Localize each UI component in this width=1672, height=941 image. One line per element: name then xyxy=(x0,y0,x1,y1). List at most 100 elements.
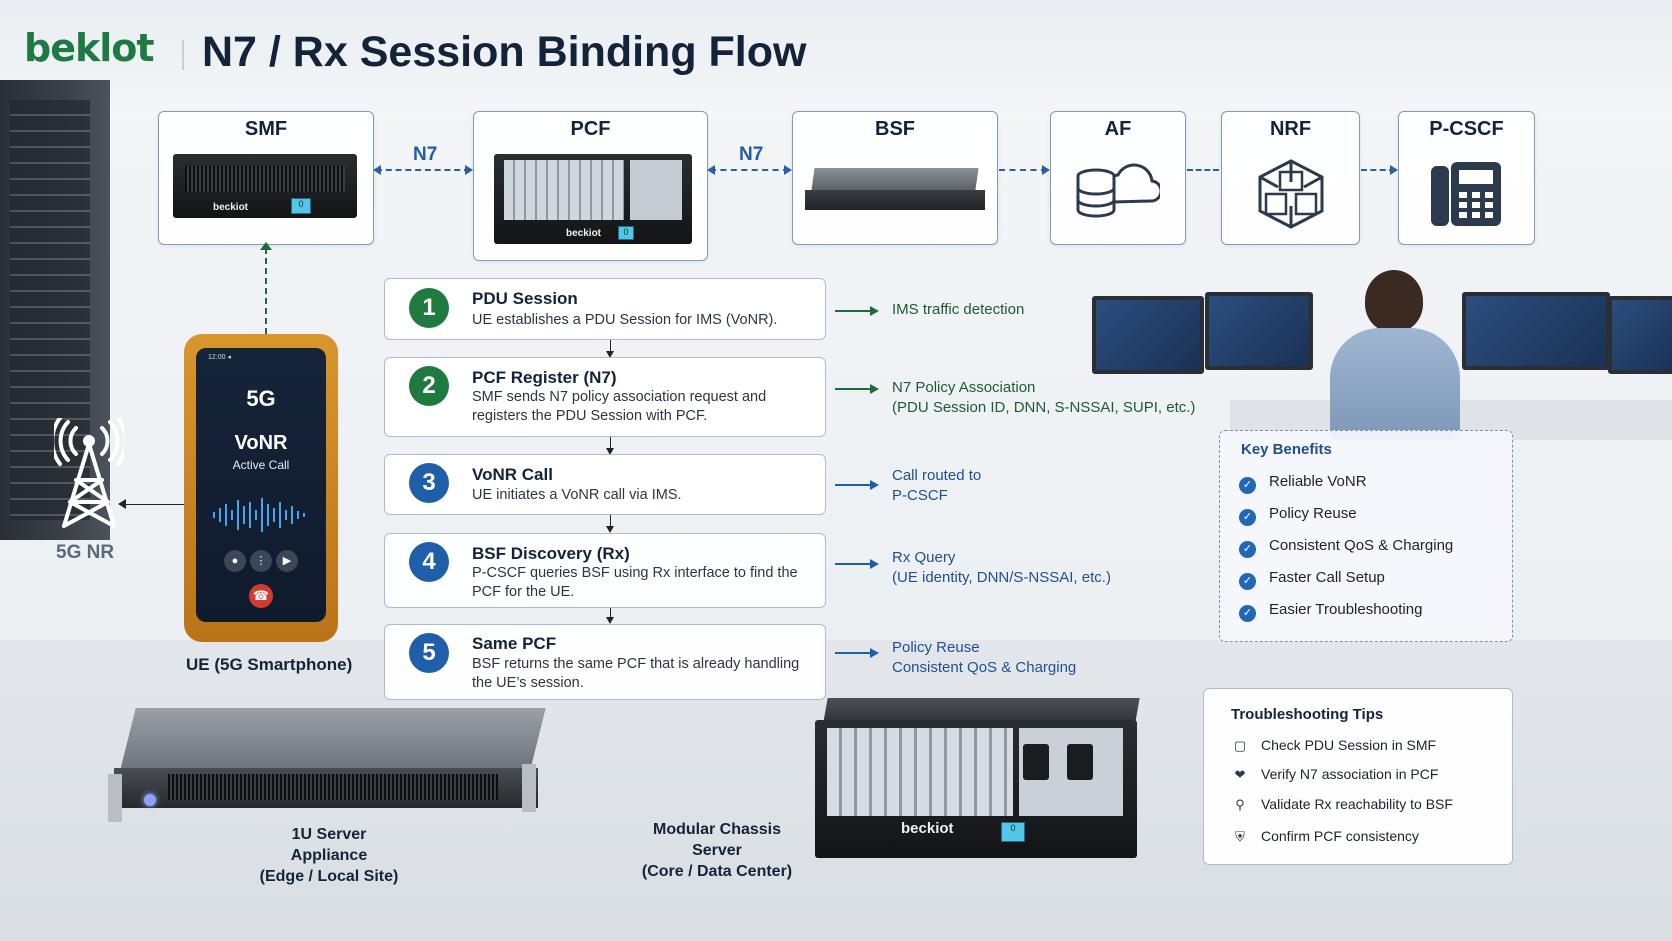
server-appliance-image xyxy=(108,708,546,828)
arrowhead-left xyxy=(118,499,126,509)
step-card-2: 2 PCF Register (N7) SMF sends N7 policy … xyxy=(384,357,826,437)
brand-logo: beklot xyxy=(24,26,155,70)
note-arrow xyxy=(835,648,879,658)
node-pcf: PCF beckiot 0 xyxy=(473,111,708,261)
node-label: SMF xyxy=(244,118,288,140)
tip-item: ❤Verify N7 association in PCF xyxy=(1231,766,1439,783)
step-note: Rx Query (UE identity, DNN/S-NSSAI, etc.… xyxy=(892,549,1111,586)
step-card-4: 4 BSF Discovery (Rx) P-CSCF queries BSF … xyxy=(384,533,826,608)
device-lcd: 0 xyxy=(1001,822,1025,842)
node-bsf: BSF xyxy=(792,111,998,245)
flow-arrow xyxy=(606,608,614,624)
step-number: 4 xyxy=(409,542,449,582)
smf-server-image: beckiot 0 xyxy=(173,154,357,218)
phone-screen: 12:00 ◂ 5G VoNR Active Call ● ⋮ ▶ ☎ xyxy=(196,348,326,622)
background-monitor xyxy=(1205,292,1313,370)
step-note: Call routed to P-CSCF xyxy=(892,467,982,504)
cell-tower-icon xyxy=(54,418,124,528)
note-arrow xyxy=(835,384,879,394)
node-smf: SMF beckiot 0 xyxy=(158,111,374,245)
modular-chassis-image: beckiot 0 xyxy=(815,698,1140,858)
keypad-icon[interactable]: ⋮ xyxy=(250,550,272,572)
node-nrf: NRF xyxy=(1221,111,1360,245)
tip-item: ⛨Confirm PCF consistency xyxy=(1231,828,1419,845)
document-icon: ▢ xyxy=(1233,738,1247,753)
chassis-label-line: (Core / Data Center) xyxy=(641,863,793,880)
phone-network-label: 5G xyxy=(246,386,276,411)
chassis-label: Modular Chassis Server (Core / Data Cent… xyxy=(632,819,802,882)
benefit-item: ✓Easier Troubleshooting xyxy=(1239,601,1422,622)
link-smf-pcf xyxy=(373,165,473,175)
benefit-item: ✓Reliable VoNR xyxy=(1239,473,1367,494)
step-description: SMF sends N7 policy association request … xyxy=(472,389,767,424)
step-description: UE establishes a PDU Session for IMS (Vo… xyxy=(472,312,778,328)
link-label-n7: N7 xyxy=(739,144,764,165)
speaker-icon[interactable]: ▶ xyxy=(276,550,298,572)
check-icon: ✓ xyxy=(1239,573,1256,590)
flow-arrow xyxy=(606,437,614,455)
device-brand: beckiot xyxy=(566,228,602,239)
background-monitor xyxy=(1608,296,1672,374)
link-af-nrf xyxy=(1187,169,1219,171)
note-arrow xyxy=(835,559,879,569)
step-number: 2 xyxy=(409,366,449,406)
link-ue-smf xyxy=(265,248,267,334)
ue-smartphone: 12:00 ◂ 5G VoNR Active Call ● ⋮ ▶ ☎ xyxy=(184,334,338,642)
tip-item: ▢Check PDU Session in SMF xyxy=(1231,737,1436,754)
step-description: BSF returns the same PCF that is already… xyxy=(472,656,800,691)
benefit-item: ✓Consistent QoS & Charging xyxy=(1239,537,1453,558)
end-call-icon[interactable]: ☎ xyxy=(249,584,273,608)
benefits-title: Key Benefits xyxy=(1241,441,1332,458)
step-note: N7 Policy Association (PDU Session ID, D… xyxy=(892,379,1196,416)
troubleshooting-panel: Troubleshooting Tips ▢Check PDU Session … xyxy=(1203,688,1513,865)
step-title: PDU Session xyxy=(472,289,578,308)
phone-status-bar: 12:00 ◂ xyxy=(208,354,231,361)
step-title: PCF Register (N7) xyxy=(472,368,617,387)
background-operator xyxy=(1330,270,1470,440)
network-search-icon: ⚲ xyxy=(1235,797,1245,812)
benefit-item: ✓Policy Reuse xyxy=(1239,505,1357,526)
link-bsf-af xyxy=(999,165,1050,175)
database-cloud-icon xyxy=(1076,163,1160,218)
check-icon: ✓ xyxy=(1239,477,1256,494)
check-icon: ✓ xyxy=(1239,605,1256,622)
step-note: Policy Reuse Consistent QoS & Charging xyxy=(892,639,1077,676)
step-card-1: 1 PDU Session UE establishes a PDU Sessi… xyxy=(384,278,826,340)
chassis-label-line: Modular Chassis Server xyxy=(652,821,782,859)
shield-check-icon: ⛨ xyxy=(1235,829,1245,844)
bsf-server-image xyxy=(805,168,985,212)
node-pcscf: P-CSCF xyxy=(1398,111,1535,245)
desk-phone-icon xyxy=(1431,162,1501,226)
step-title: BSF Discovery (Rx) xyxy=(472,544,630,563)
device-brand: beckiot xyxy=(213,202,249,213)
note-arrow xyxy=(835,480,879,490)
tower-label: 5G NR xyxy=(56,542,115,563)
flow-arrow xyxy=(606,340,614,358)
background-ceiling xyxy=(0,0,1672,120)
audio-waveform-icon xyxy=(213,498,305,532)
step-number: 5 xyxy=(409,633,449,673)
tips-title: Troubleshooting Tips xyxy=(1231,706,1384,723)
background-monitor xyxy=(1092,296,1204,374)
cube-network-icon xyxy=(1258,159,1323,229)
step-number: 3 xyxy=(409,463,449,503)
phone-call-type: VoNR xyxy=(234,432,288,454)
key-benefits-panel: Key Benefits ✓Reliable VoNR ✓Policy Reus… xyxy=(1219,430,1513,642)
node-label: AF xyxy=(1104,118,1132,140)
step-card-3: 3 VoNR Call UE initiates a VoNR call via… xyxy=(384,454,826,515)
header-divider xyxy=(182,40,184,70)
arrowhead-up xyxy=(260,242,272,250)
mic-icon[interactable]: ● xyxy=(224,550,246,572)
node-label: P-CSCF xyxy=(1429,118,1504,140)
link-phone-tower xyxy=(124,504,184,505)
tip-item: ⚲Validate Rx reachability to BSF xyxy=(1231,796,1453,813)
step-title: VoNR Call xyxy=(472,465,553,484)
note-arrow xyxy=(835,306,879,316)
link-label-n7: N7 xyxy=(413,144,438,165)
background-monitor xyxy=(1462,292,1610,370)
node-af: AF xyxy=(1050,111,1186,245)
link-pcf-bsf xyxy=(707,165,792,175)
appliance-label-line: (Edge / Local Site) xyxy=(259,868,399,885)
node-label: PCF xyxy=(570,118,611,140)
ue-label: UE (5G Smartphone) xyxy=(186,655,353,674)
